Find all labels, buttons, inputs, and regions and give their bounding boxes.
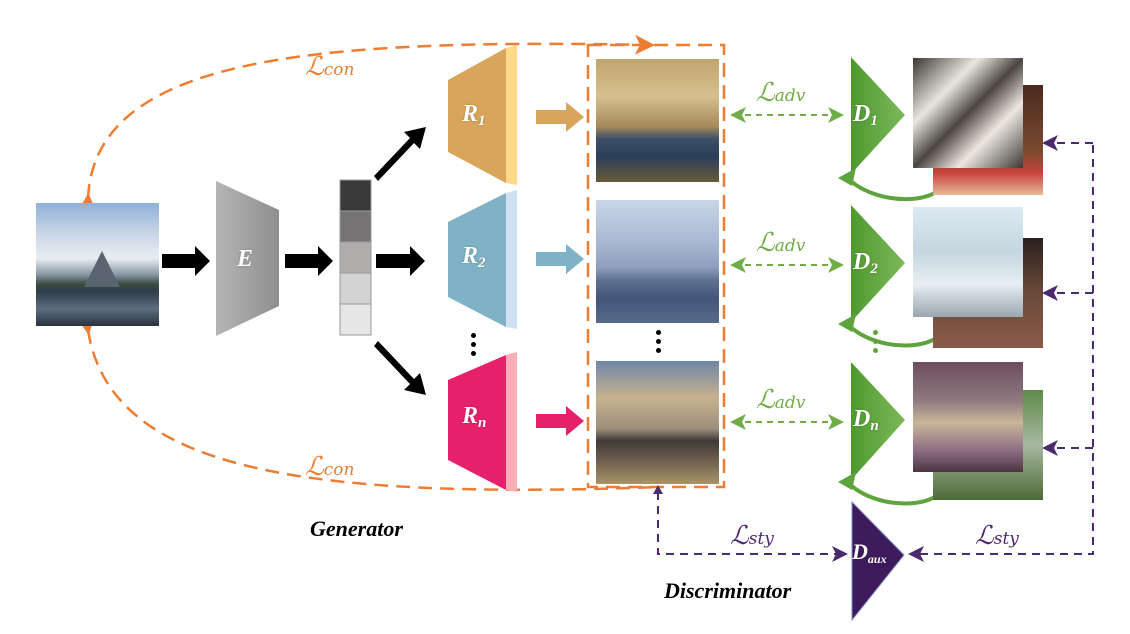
generated-outputs-box [586,43,726,489]
arrow-code-to-r2 [376,246,425,276]
adv-loss-label-1: ℒadv [756,78,806,107]
style-ref-n-front [913,362,1023,472]
latent-code-cell [339,303,372,336]
d1-curve-head [838,168,856,186]
renderer-r1-label: R1 [462,101,486,129]
style-loss-label-left: ℒsty [730,521,774,550]
style-ref-2-front [913,207,1023,317]
encoder-label: E [237,246,254,272]
style-loss-label-right: ℒsty [975,521,1019,550]
adv-loss-label-2: ℒadv [756,228,806,257]
style-loss-left [657,492,848,562]
d2-curve-head [838,314,856,332]
content-loss-arc-top [77,34,655,214]
discriminator-d1-label: D1 [853,101,878,129]
arrow-input-to-encoder [162,246,210,276]
renderer-rn [448,352,517,492]
latent-code-cell [339,210,372,243]
style-loss-left-head [653,485,663,494]
renderer-rn-label: Rn [462,403,487,431]
discriminator-dn [851,362,905,480]
arrow-encoder-to-code [285,246,333,276]
renderer-r2 [448,190,517,329]
style-loss-right [908,145,1094,562]
content-loss-arc-bottom [75,313,661,491]
renderer-r1 [448,45,517,185]
generator-title: Generator [310,516,403,541]
stylized-output-2 [596,200,719,323]
renderer-ellipsis [471,333,477,360]
latent-code-cell [339,179,372,212]
discriminator-d2-label: D2 [853,249,878,277]
arrow-code-to-r1 [374,127,426,181]
latent-code-cell [339,241,372,274]
arrow-r1-to-output [536,102,584,132]
discriminator-aux-label: Daux [852,539,887,566]
adv-loss-label-n: ℒadv [756,385,806,414]
content-loss-label-top: ℒcon [305,52,355,81]
arrow-rn-to-output [536,406,584,436]
discriminator-ellipsis [873,330,879,357]
discriminator-d2 [851,205,905,322]
encoder-block [216,181,279,336]
discriminator-title: Discriminator [664,578,792,603]
arrow-r2-to-output [536,244,584,274]
stylized-output-n [596,361,719,484]
arrow-code-to-rn [374,341,426,395]
input-image [36,203,159,326]
output-ellipsis [656,330,662,357]
flow-arrows [162,127,426,395]
discriminator-aux [851,500,905,622]
discriminator-d1 [851,57,905,174]
discriminator-dn-label: Dn [853,406,879,434]
content-loss-label-bottom: ℒcon [305,452,355,481]
stylized-output-1 [596,59,719,182]
renderer-r2-label: R2 [462,243,486,271]
style-ref-1-front [913,58,1023,168]
dn-curve-head [838,472,856,490]
latent-code-vector [339,179,372,336]
latent-code-cell [339,272,372,305]
